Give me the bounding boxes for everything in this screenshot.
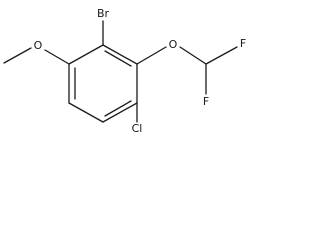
label-fluorine-top: F: [240, 37, 246, 50]
benzene-ring: [68, 44, 138, 123]
ring-bond-1: [102, 44, 138, 65]
label-chlorine: Cl: [132, 122, 143, 135]
bond-o-chf2: [179, 46, 207, 65]
substituent-bonds: [3, 20, 238, 123]
atom-labels: Br O O F F Cl: [34, 7, 247, 135]
ring-double-bond-2: [104, 100, 132, 117]
bond-o-methyl: [3, 47, 32, 64]
bond-c-o-ether: [136, 46, 167, 65]
chemical-structure: Br O O F F Cl: [3, 7, 247, 135]
bond-chf2-f-top: [205, 46, 238, 65]
label-ether-oxygen: O: [169, 38, 178, 51]
ring-double-bond-1: [104, 50, 132, 67]
label-fluorine-bottom: F: [203, 95, 209, 108]
label-methoxy-oxygen: O: [34, 39, 43, 52]
ring-bond-3: [102, 102, 138, 123]
ring-bond-6: [68, 44, 104, 65]
ring-bond-4: [68, 102, 104, 123]
bond-c-o-methoxy: [44, 49, 70, 65]
label-bromine: Br: [97, 7, 110, 20]
